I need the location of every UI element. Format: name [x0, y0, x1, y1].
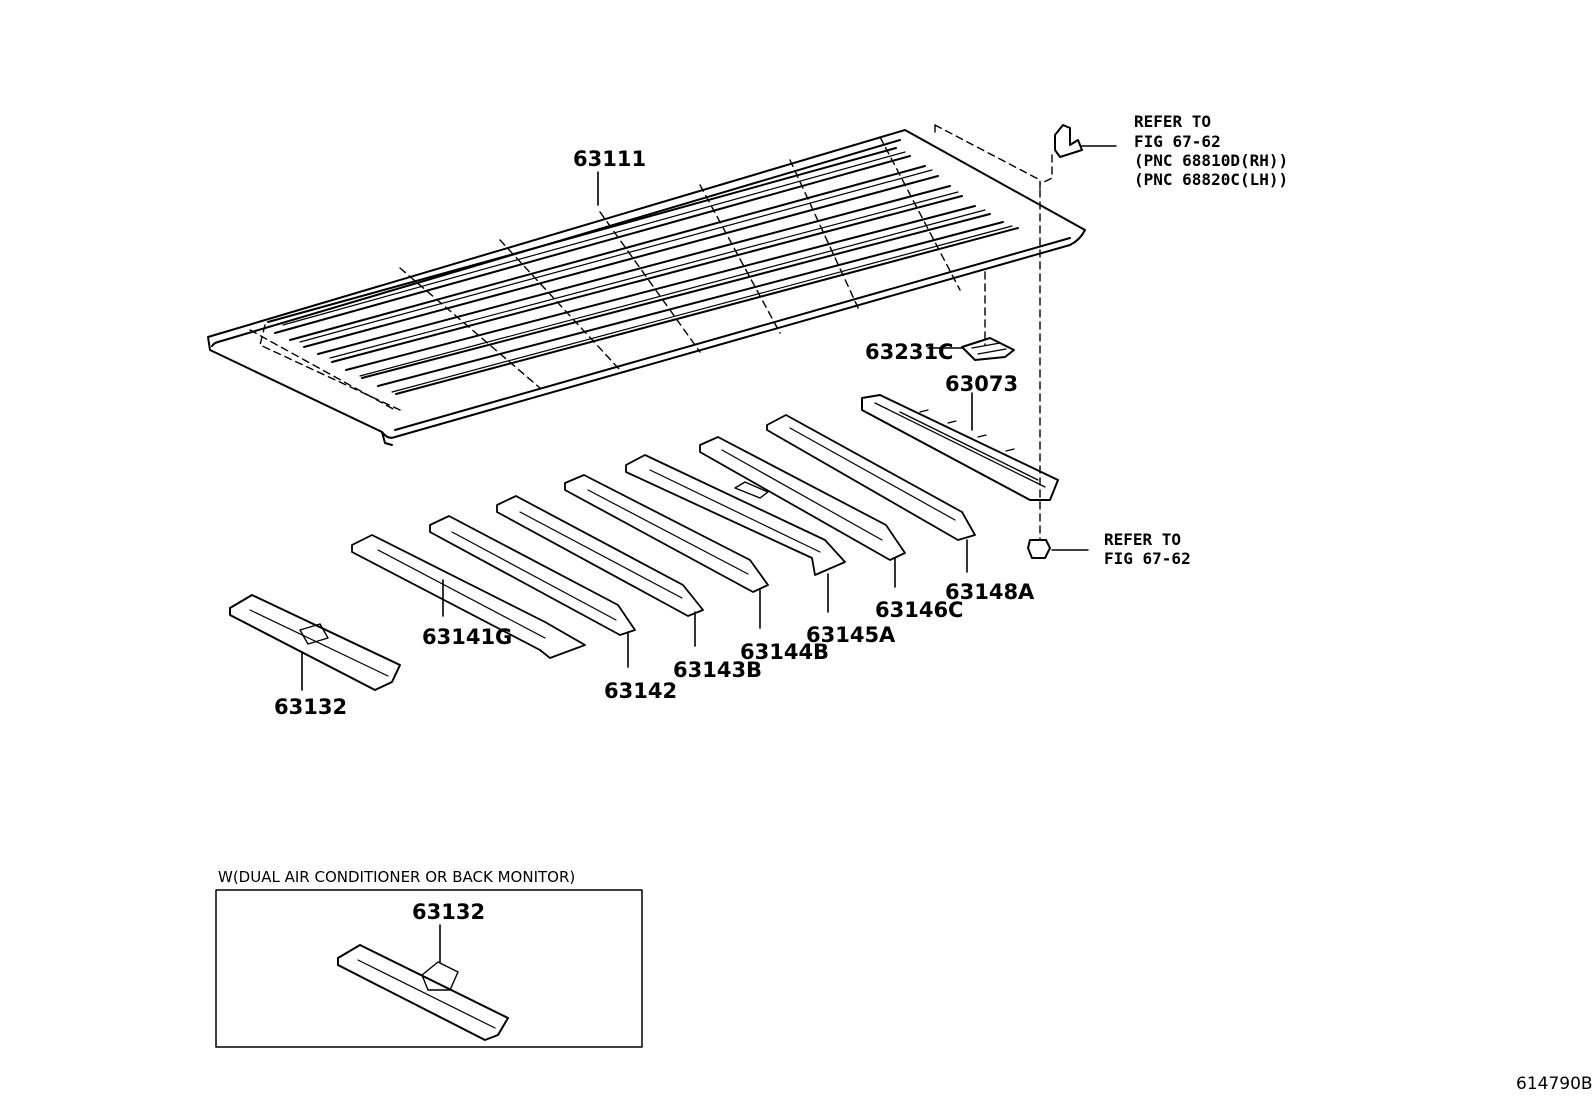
rear-header-drawing [861, 392, 1059, 501]
bottom-clip-drawing [1027, 539, 1089, 559]
bracket-drawing [927, 337, 1015, 361]
label-63231c: 63231C [865, 340, 954, 364]
roof-panel-drawing [207, 124, 1086, 541]
front-header-drawing [229, 594, 401, 691]
label-63144b: 63144B [740, 640, 830, 664]
figure-id: 614790B [1516, 1074, 1592, 1094]
inset-label-63132: 63132 [412, 900, 486, 924]
roof-bows-drawing [351, 414, 976, 668]
ref-bottom-line-2: FIG 67-62 [1104, 549, 1191, 568]
label-63141g: 63141G [422, 625, 513, 649]
label-63143b: 63143B [673, 658, 763, 682]
inset-box-drawing [215, 889, 643, 1048]
label-63132: 63132 [274, 695, 348, 719]
label-63146c: 63146C [875, 598, 964, 622]
label-63142: 63142 [604, 679, 678, 703]
ref-top-line-3: (PNC 68810D(RH)) [1134, 151, 1289, 170]
inset-caption: W(DUAL AIR CONDITIONER OR BACK MONITOR) [218, 868, 576, 886]
top-clip-drawing [1054, 124, 1117, 158]
label-63145a: 63145A [806, 623, 896, 647]
ref-top-line-1: REFER TO [1134, 112, 1212, 131]
label-63073: 63073 [945, 372, 1019, 396]
ref-top-line-2: FIG 67-62 [1134, 132, 1221, 151]
label-63148a: 63148A [945, 580, 1035, 604]
ref-bottom-line-1: REFER TO [1104, 530, 1182, 549]
ref-top-line-4: (PNC 68820C(LH)) [1134, 170, 1289, 189]
label-63111: 63111 [573, 147, 647, 171]
